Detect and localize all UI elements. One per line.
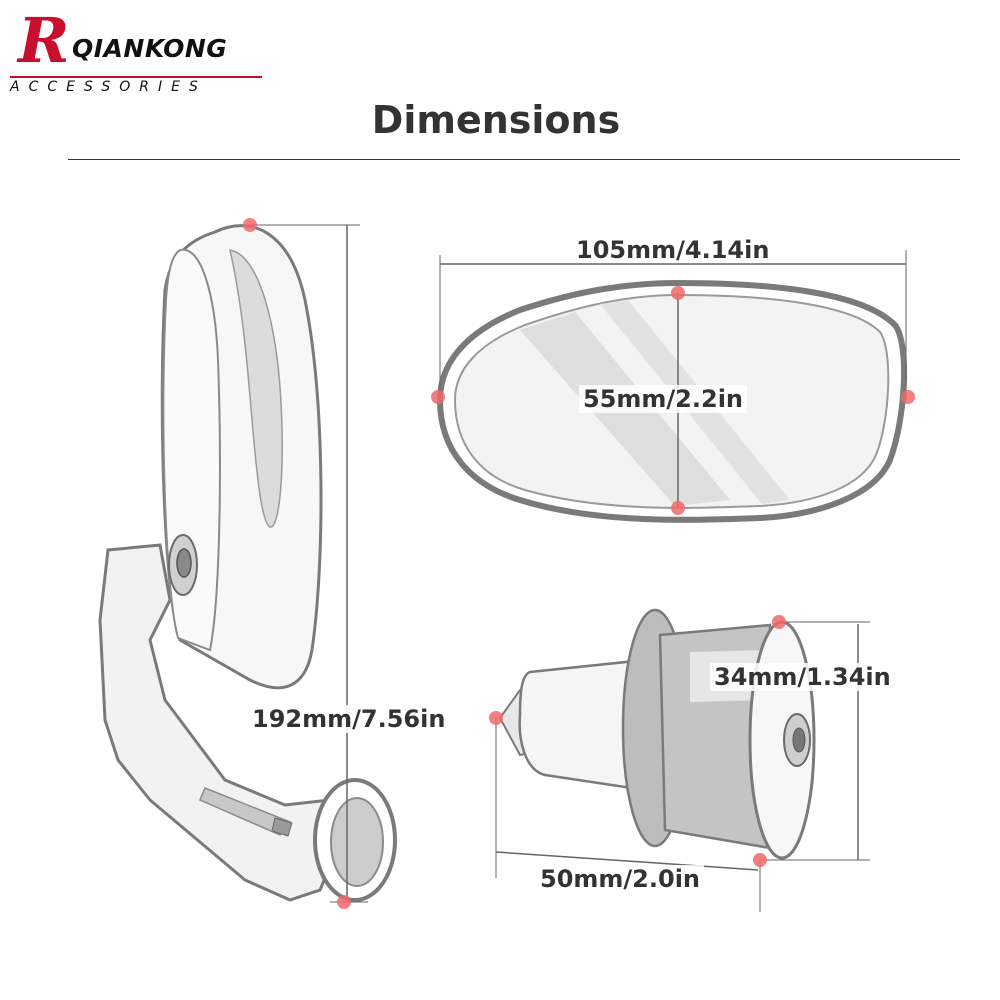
total-height-label: 192mm/7.56in [248,705,450,733]
pivot-bolt [176,548,192,578]
plug-diameter-label: 34mm/1.34in [710,663,895,691]
page-title: Dimensions [371,98,621,142]
mirror-side-view [98,218,397,909]
mirror-width-label: 105mm/4.14in [576,236,770,264]
mirror-height-label: 55mm/2.2in [579,385,748,413]
mirror-shell-groove [229,249,283,528]
logo-name: QIANKONG [72,34,228,63]
plug-shaft [518,658,647,792]
marker-dot [489,711,503,725]
title-divider [68,159,960,160]
marker-dot [671,501,685,515]
arm-bolt [271,817,293,837]
marker-dot [901,390,915,404]
marker-dot [671,286,685,300]
plug-length-label: 50mm/2.0in [536,865,705,893]
marker-dot [431,390,445,404]
logo-initial: R [18,4,70,77]
logo-tagline: ACCESSORIES [10,79,207,95]
marker-dot [753,853,767,867]
plug-cap-hole [792,727,806,753]
logo-underline [10,76,262,78]
marker-dot [337,895,351,909]
brand-logo: R QIANKONG ACCESSORIES [10,6,280,106]
arm-slot [199,787,292,836]
length-dimension-line [495,851,759,871]
marker-dot [243,218,257,232]
bar-clamp-hole [330,797,384,887]
marker-dot [772,615,786,629]
